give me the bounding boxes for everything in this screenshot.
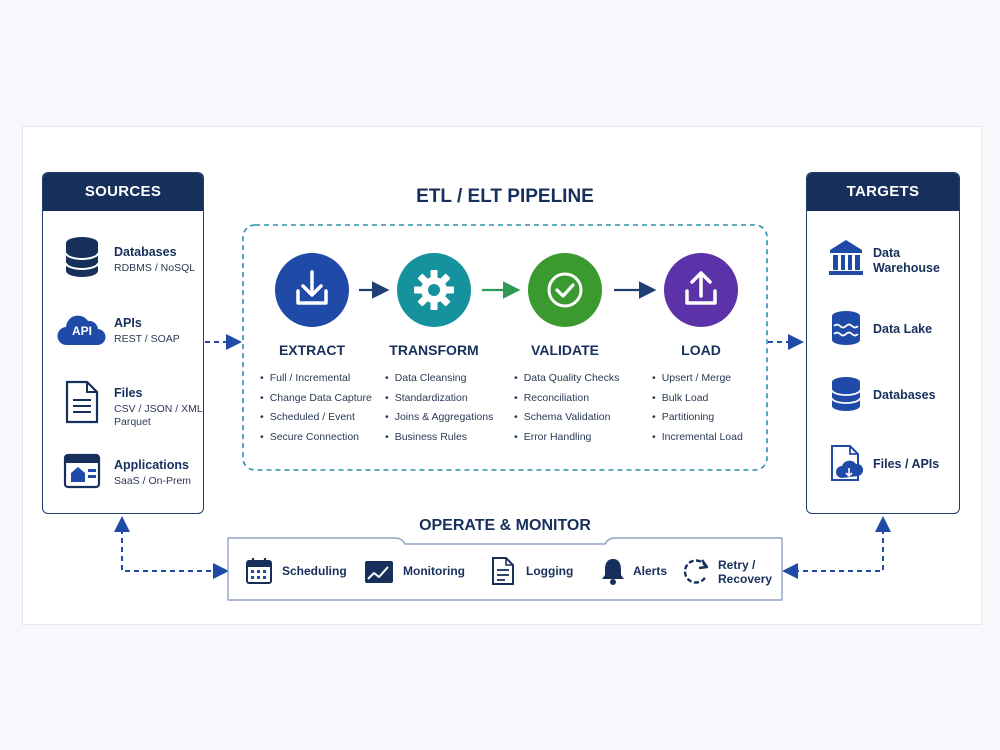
- pipeline-title: ETL / ELT PIPELINE: [416, 186, 594, 207]
- upload-icon: [685, 271, 717, 305]
- pipeline-box: [242, 224, 768, 471]
- application-window-icon: [63, 453, 101, 489]
- bullet-item: Change Data Capture: [260, 389, 372, 409]
- bullet-item: Schema Validation: [514, 408, 619, 428]
- bullet-item: Secure Connection: [260, 428, 372, 448]
- source-apis: APIs REST / SOAP: [114, 316, 180, 346]
- bullet-item: Business Rules: [385, 428, 493, 448]
- source-title: Databases: [114, 245, 177, 259]
- transform-circle: [397, 253, 471, 327]
- bell-icon: [602, 559, 624, 585]
- database-icon: [831, 377, 861, 411]
- check-circle-icon: [547, 272, 583, 308]
- arrow-sources-monitor: [114, 516, 229, 579]
- source-subtitle: RDBMS / NoSQL: [114, 262, 196, 274]
- source-title: APIs: [114, 316, 142, 330]
- bullet-item: Data Quality Checks: [514, 369, 620, 389]
- target-files-apis: Files / APIs: [873, 457, 940, 471]
- api-icon-label: API: [71, 324, 92, 338]
- monitor-item-monitoring: Monitoring: [403, 564, 465, 578]
- extract-bullets: Full / Incremental Change Data Capture S…: [260, 369, 372, 447]
- source-subtitle: REST / SOAP: [114, 333, 180, 345]
- bullet-item: Reconciliation: [514, 389, 619, 409]
- cloud-api-icon: [57, 315, 106, 346]
- bullet-item: Full / Incremental: [260, 369, 372, 389]
- sources-header: SOURCES: [43, 173, 203, 211]
- load-circle: [664, 253, 738, 327]
- extract-circle: [275, 253, 349, 327]
- warehouse-icon: [829, 240, 863, 275]
- gear-icon: [414, 270, 454, 310]
- targets-header: TARGETS: [807, 173, 959, 211]
- source-title: Files: [114, 386, 143, 400]
- document-icon: [492, 557, 514, 585]
- source-subtitle: SaaS / On-Prem: [114, 475, 192, 487]
- stage-title-transform: TRANSFORM: [389, 342, 479, 358]
- target-data-warehouse: Data Warehouse: [873, 246, 940, 275]
- validate-circle: [528, 253, 602, 327]
- load-bullets: Upsert / Merge Bulk Load Partitioning In…: [652, 369, 743, 447]
- data-lake-icon: [832, 311, 860, 345]
- bullet-item: Scheduled / Event: [260, 408, 372, 428]
- bullet-item: Joins & Aggregations: [385, 408, 494, 428]
- monitor-item-logging: Logging: [526, 564, 574, 578]
- target-data-lake: Data Lake: [873, 322, 933, 336]
- arrow-targets-monitor: [782, 516, 891, 579]
- download-icon: [296, 270, 328, 305]
- bullet-item: Incremental Load: [652, 428, 743, 448]
- stage-title-extract: EXTRACT: [278, 342, 346, 358]
- file-cloud-icon: [831, 445, 864, 481]
- target-databases: Databases: [873, 388, 936, 402]
- transform-bullets: Data Cleansing Standardization Joins & A…: [385, 369, 494, 448]
- monitor-title: OPERATE & MONITOR: [419, 517, 591, 534]
- bullet-item: Error Handling: [514, 428, 619, 448]
- bullet-item: Upsert / Merge: [652, 369, 743, 389]
- calendar-icon: [246, 558, 272, 584]
- source-title: Applications: [114, 458, 190, 472]
- chart-icon: [365, 561, 393, 583]
- stage-title-validate: VALIDATE: [531, 342, 599, 358]
- bullet-item: Data Cleansing: [385, 369, 493, 389]
- source-subtitle: CSV / JSON / XML Parquet: [114, 403, 203, 428]
- monitor-item-retry-recovery: Retry / Recovery: [718, 558, 773, 586]
- monitor-item-scheduling: Scheduling: [282, 564, 347, 578]
- bullet-item: Standardization: [385, 389, 493, 409]
- database-icon: [65, 237, 99, 277]
- source-databases: Databases RDBMS / NoSQL: [114, 245, 195, 275]
- source-applications: Applications SaaS / On-Prem: [114, 458, 191, 488]
- monitor-item-alerts: Alerts: [633, 564, 668, 578]
- bullet-item: Bulk Load: [652, 389, 743, 409]
- stage-title-load: LOAD: [681, 342, 721, 358]
- retry-icon: [683, 559, 709, 584]
- file-icon: [65, 380, 99, 424]
- validate-bullets: Data Quality Checks Reconciliation Schem…: [514, 369, 620, 448]
- source-files: Files CSV / JSON / XML Parquet: [114, 386, 203, 429]
- bullet-item: Partitioning: [652, 408, 743, 428]
